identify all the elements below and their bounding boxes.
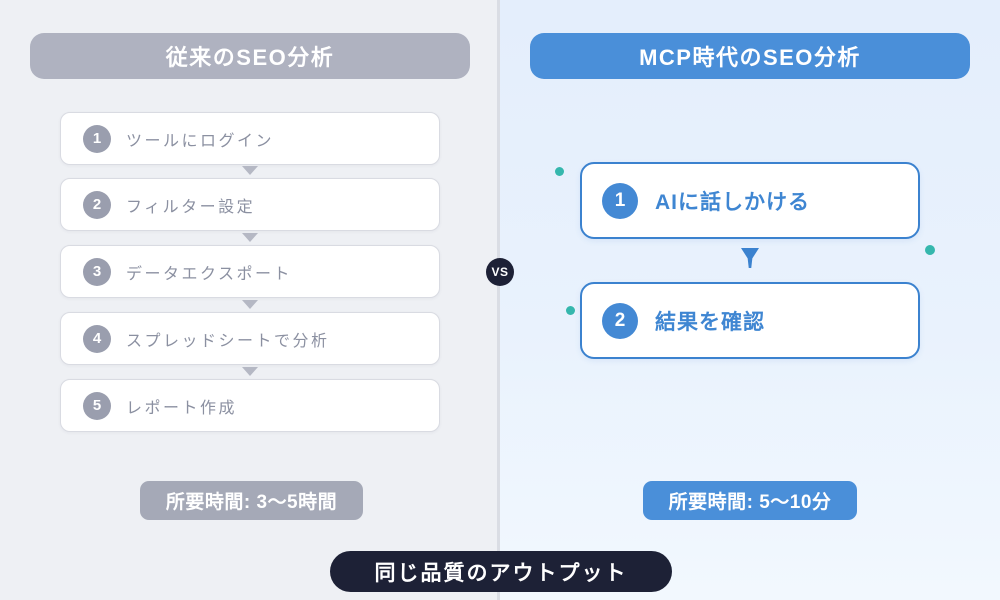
traditional-step-2: 2 フィルター設定 [60,178,440,231]
step-label: フィルター設定 [126,198,256,216]
down-arrow-icon [242,166,258,175]
traditional-time-badge: 所要時間: 3〜5時間 [140,481,363,520]
step-label: スプレッドシートで分析 [126,332,330,350]
traditional-step-4: 4 スプレッドシートで分析 [60,312,440,365]
footer-label: 同じ品質のアウトプット [374,561,628,585]
step-number-badge: 2 [602,302,638,339]
step-label: レポート作成 [126,399,238,417]
step-label: 結果を確認 [655,310,765,334]
step-label: データエクスポート [126,265,293,283]
traditional-time-label: 所要時間: 3〜5時間 [165,492,338,513]
panel-divider [497,0,500,600]
traditional-panel-title: 従来のSEO分析 [30,33,470,79]
traditional-step-3: 3 データエクスポート [60,245,440,298]
footer-badge: 同じ品質のアウトプット [330,551,672,592]
traditional-title-label: 従来のSEO分析 [165,45,335,70]
mcp-panel-title: MCP時代のSEO分析 [530,33,970,79]
decorative-dot [566,306,575,315]
vs-label: VS [491,265,509,279]
traditional-step-1: 1 ツールにログイン [60,112,440,165]
step-label: AIに話しかける [655,190,810,214]
traditional-step-5: 5 レポート作成 [60,379,440,432]
step-number-badge: 1 [602,182,638,219]
mcp-step-1: 1 AIに話しかける [580,162,920,239]
decorative-dot [555,167,564,176]
step-label: ツールにログイン [126,132,275,150]
mcp-title-label: MCP時代のSEO分析 [639,45,861,70]
down-arrow-icon [242,367,258,376]
step-number-badge: 2 [83,190,111,219]
decorative-dot [925,245,935,255]
mcp-time-badge: 所要時間: 5〜10分 [643,481,857,520]
step-number-badge: 1 [83,124,111,153]
step-number-badge: 5 [83,391,111,420]
down-arrow-icon [242,300,258,309]
vs-badge: VS [486,258,514,286]
step-number-badge: 3 [83,257,111,286]
mcp-step-2: 2 結果を確認 [580,282,920,359]
down-arrow-icon [242,233,258,242]
step-number-badge: 4 [83,324,111,353]
mcp-time-label: 所要時間: 5〜10分 [668,492,832,513]
